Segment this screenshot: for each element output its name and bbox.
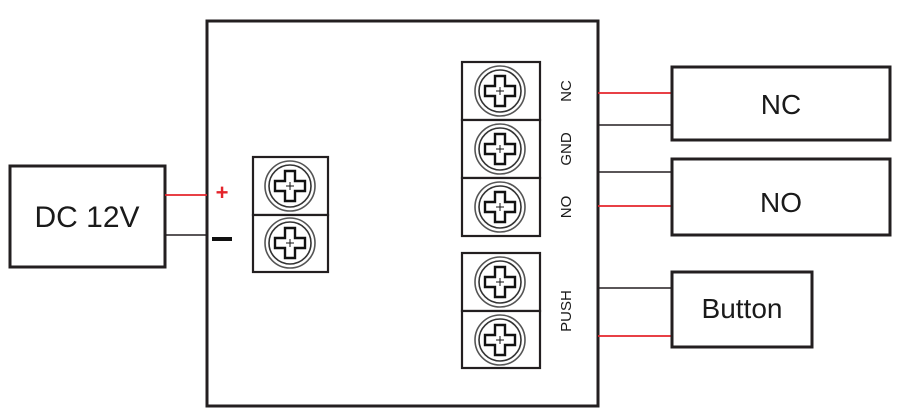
terminal-label-push: PUSH [558, 290, 575, 332]
button-device-label: Button [702, 293, 783, 324]
nc-device: NC [670, 65, 892, 142]
terminal-label-nc: NC [558, 80, 575, 102]
power-supply: DC 12V [8, 164, 167, 269]
no-device-box [670, 157, 892, 237]
no-device: NO [670, 157, 892, 237]
button-device: Button [670, 270, 814, 349]
power-supply-box [8, 164, 167, 269]
no-device-label: NO [760, 187, 802, 218]
nc-device-box [670, 65, 892, 142]
button-device-box [670, 270, 814, 349]
power-terminal-block [251, 155, 330, 274]
terminal-label-gnd: GND [558, 132, 575, 166]
push-terminal-block: PUSH [460, 251, 575, 370]
positive-symbol: + [216, 180, 229, 205]
terminal-label-no: NO [558, 196, 575, 219]
nc-device-label: NC [761, 89, 801, 120]
power-supply-label: DC 12V [34, 201, 139, 234]
relay-terminal-block: NC GND NO [460, 60, 575, 238]
negative-symbol [212, 237, 232, 241]
